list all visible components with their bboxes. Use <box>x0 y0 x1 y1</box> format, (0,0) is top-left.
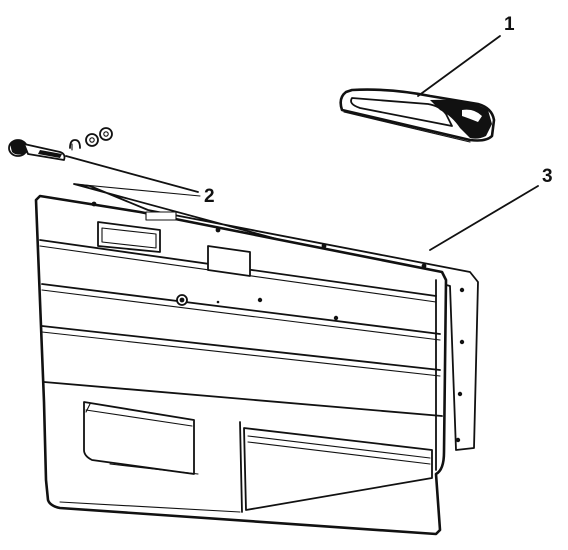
armrest-part <box>339 88 496 143</box>
leader-line-2 <box>65 155 199 193</box>
window-crank-part <box>8 127 113 161</box>
callout-label-2: 2 <box>204 186 215 207</box>
leader-lines <box>65 35 539 251</box>
callout-label-3: 3 <box>542 166 553 187</box>
callout-label-1: 1 <box>504 14 515 35</box>
door-trim-panel-part <box>34 183 479 536</box>
leader-line-1 <box>417 35 501 97</box>
leader-line-3 <box>429 185 539 251</box>
